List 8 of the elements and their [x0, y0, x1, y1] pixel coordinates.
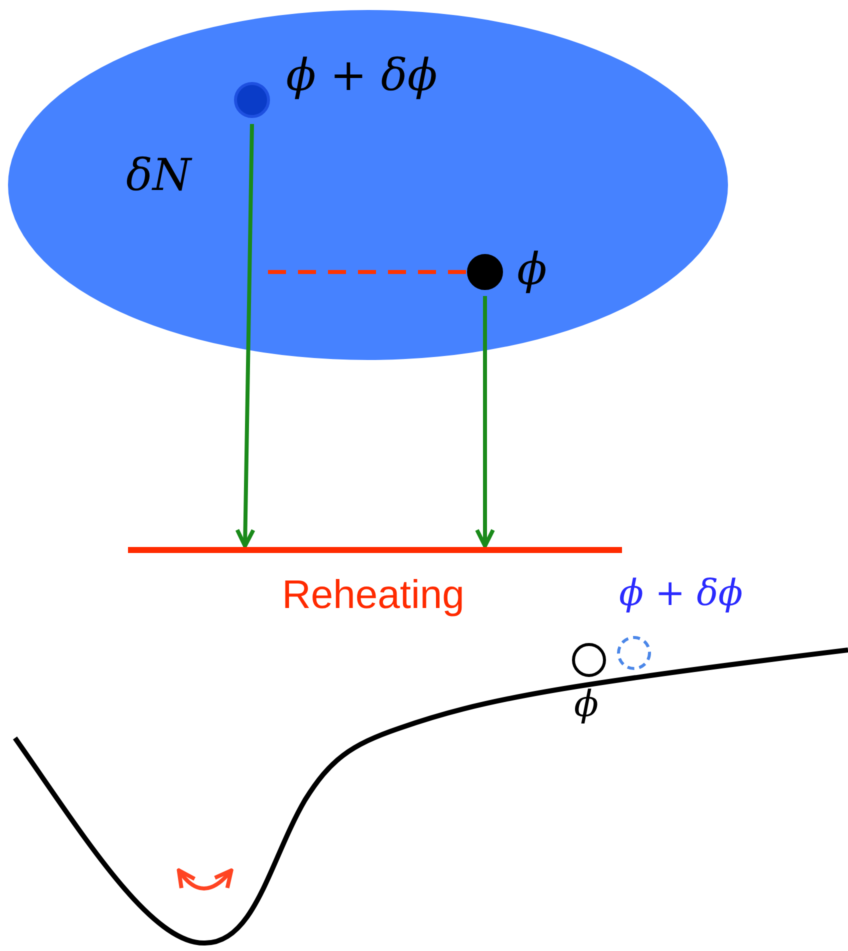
reheating-label: Reheating [282, 575, 464, 615]
field-label: ϕ + δϕ [286, 54, 438, 98]
field-label: ϕ [517, 248, 547, 292]
field-label: ϕ [574, 687, 599, 723]
arrow [475, 296, 495, 548]
edge-label: δN [126, 154, 191, 198]
arrow [235, 124, 256, 548]
field-label: ϕ + δϕ [619, 576, 743, 612]
